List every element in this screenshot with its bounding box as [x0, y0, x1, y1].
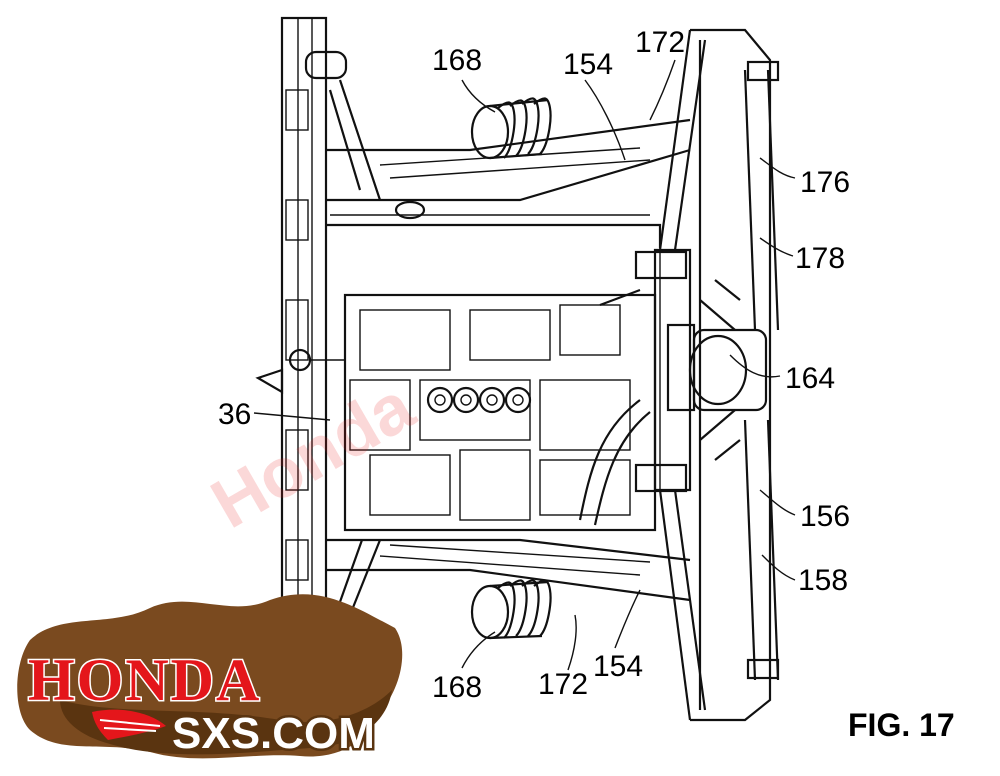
engine: [288, 288, 657, 532]
label-154-top: 154: [563, 48, 613, 81]
logo-site-text: SXS.COM: [172, 709, 375, 758]
rear-links: [699, 60, 780, 681]
label-176: 176: [800, 166, 850, 199]
label-168-bottom: 168: [432, 671, 482, 704]
upper-a-arm: [326, 79, 691, 248]
rear-frame: [634, 28, 772, 722]
wing-icon: [92, 709, 166, 740]
label-158: 158: [798, 564, 848, 597]
label-168-top: 168: [432, 44, 482, 77]
label-172-top: 172: [635, 26, 685, 59]
label-178: 178: [795, 242, 845, 275]
label-156: 156: [800, 500, 850, 533]
leader-lines: [253, 59, 796, 671]
label-36: 36: [218, 398, 251, 431]
logo-brand-text: HONDA: [28, 647, 261, 713]
label-154-bottom: 154: [593, 650, 643, 683]
site-logo: HONDA SXS.COM: [17, 594, 403, 761]
logo-mud-shadow: [60, 690, 392, 755]
top-coil-spring: [470, 97, 552, 160]
label-172-bottom: 172: [538, 668, 588, 701]
left-frame-rail: [255, 16, 348, 650]
label-164: 164: [785, 362, 835, 395]
bottom-coil-spring: [470, 579, 552, 640]
figure-caption: FIG. 17: [848, 707, 955, 743]
